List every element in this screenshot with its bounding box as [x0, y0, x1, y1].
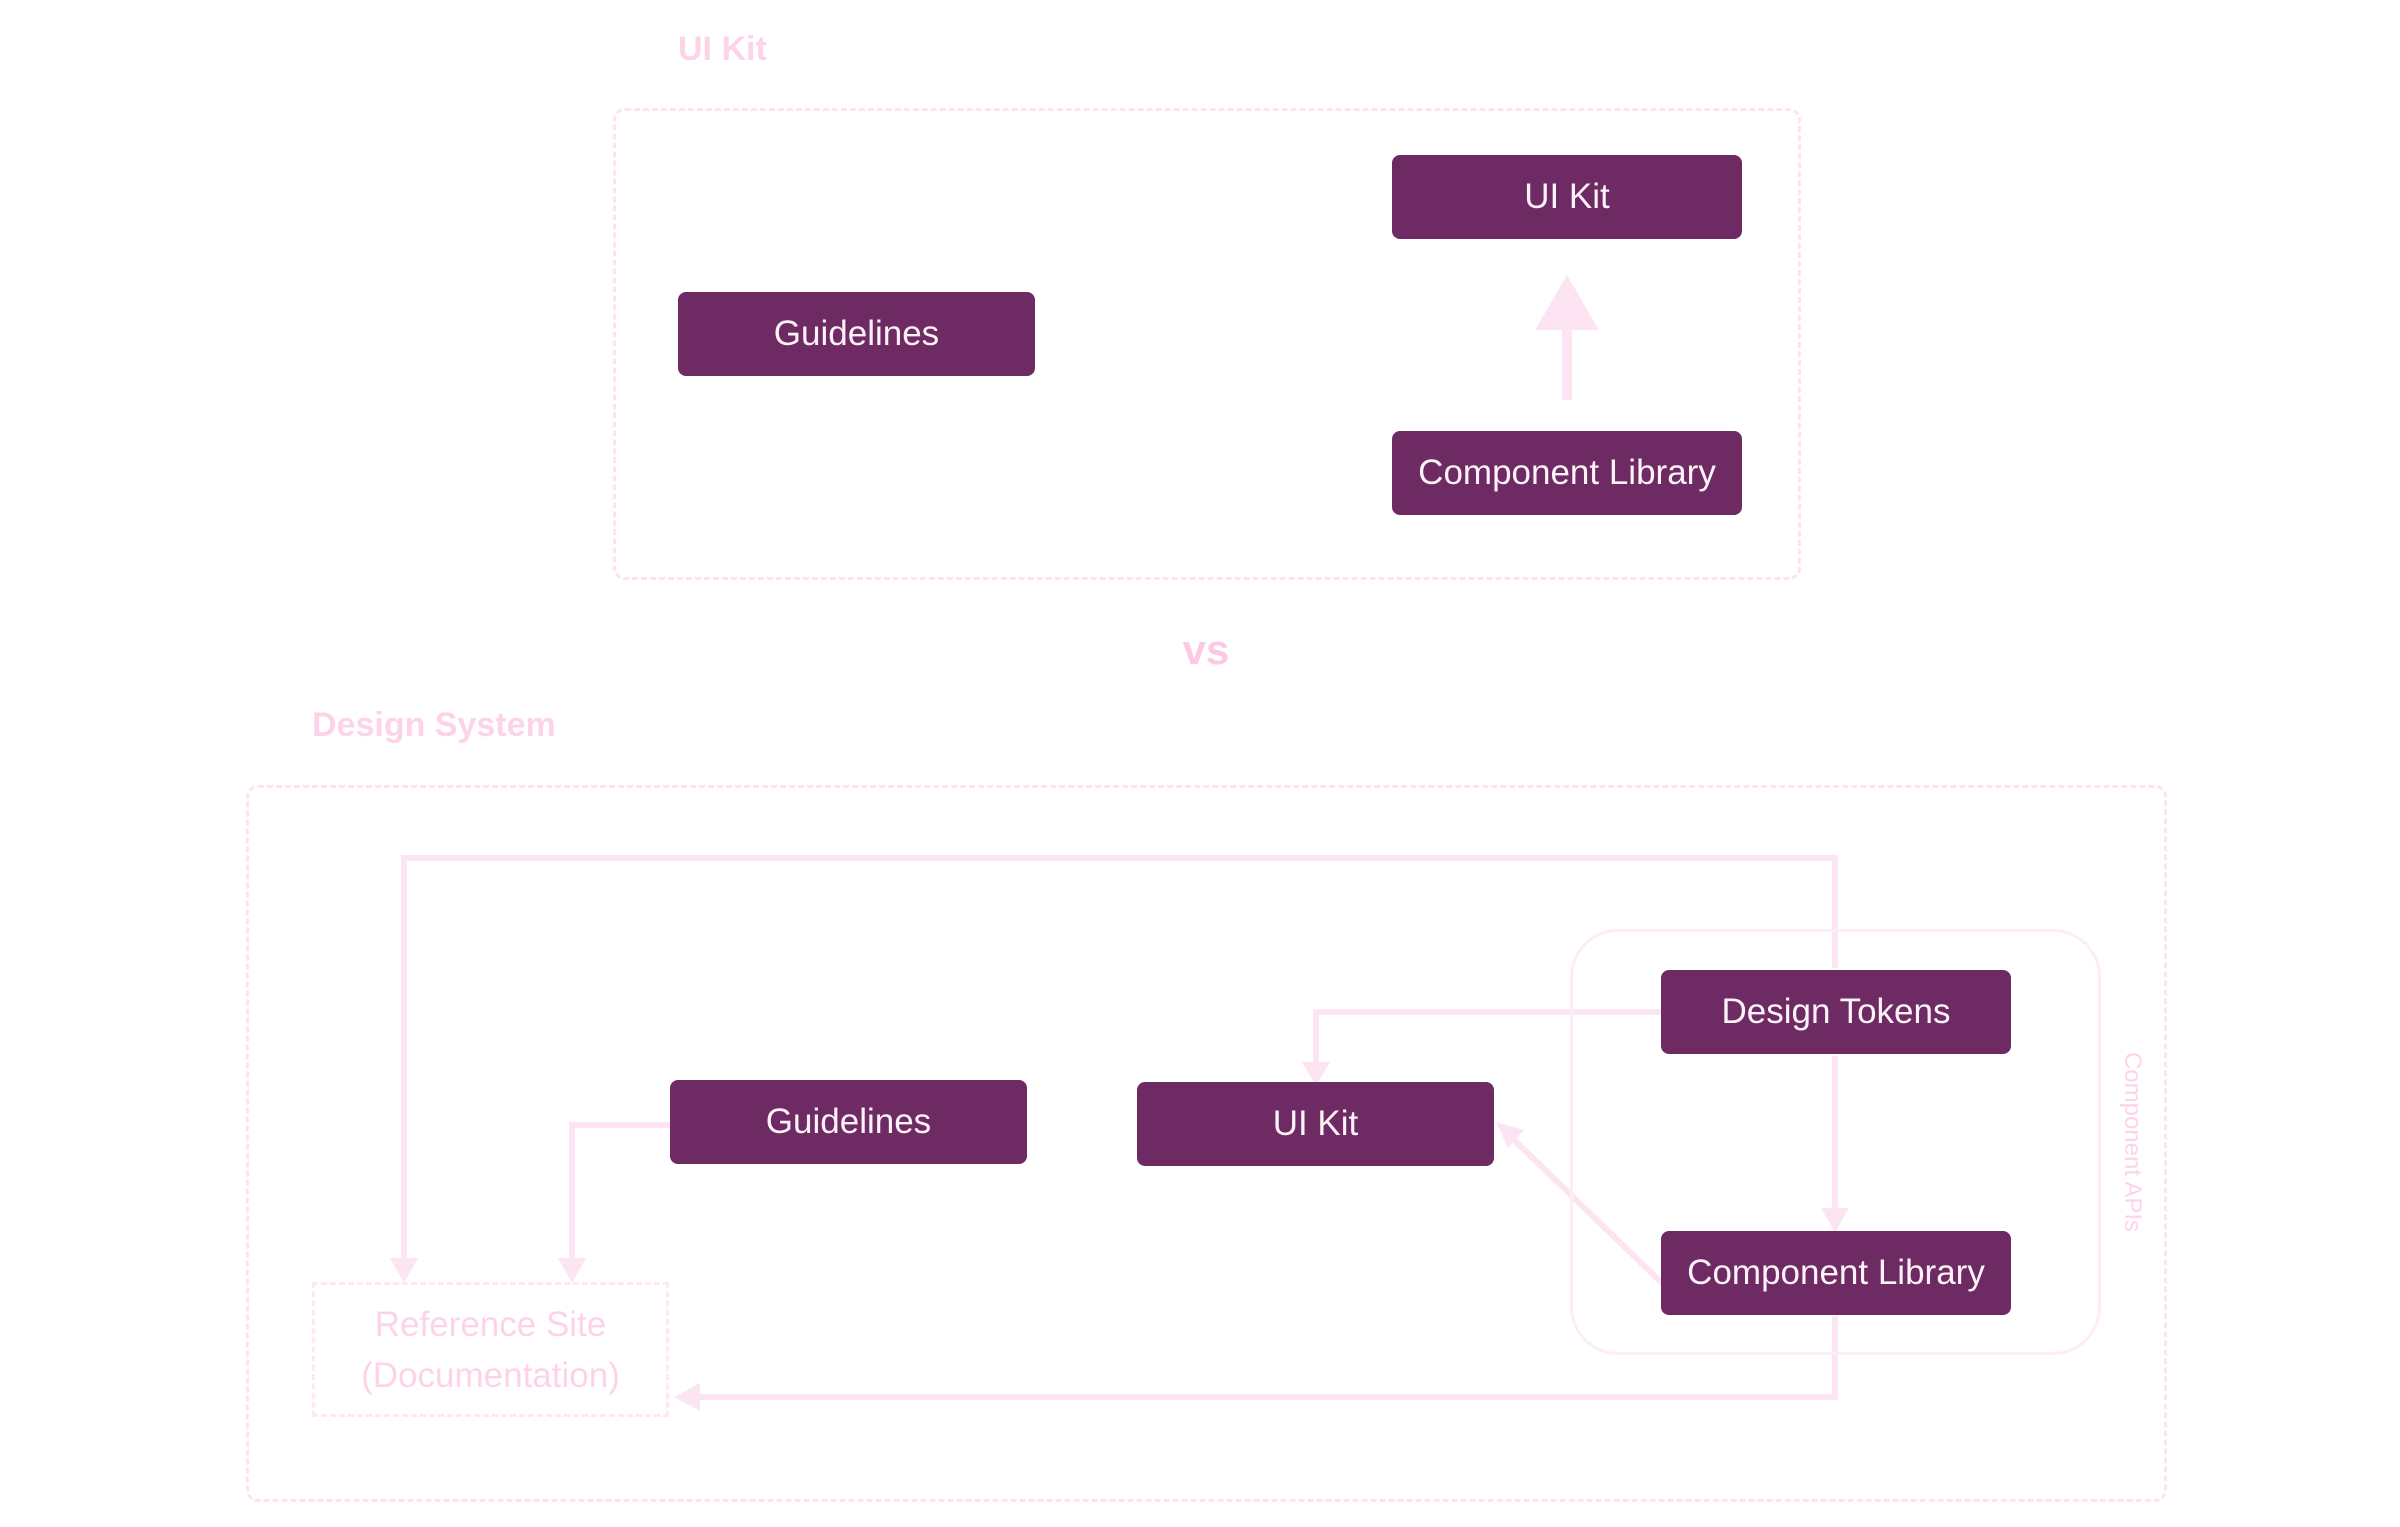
top-section-title: UI Kit — [678, 30, 767, 68]
design-system-group — [246, 785, 2167, 1502]
reference-site-title: Reference Site — [374, 1304, 607, 1344]
guidelines-node[interactable]: Guidelines — [670, 1080, 1027, 1164]
component-apis-group — [1570, 929, 2101, 1355]
edge-guidelines-to-reference-site — [558, 1122, 670, 1283]
component-apis-label: Component APIs — [2119, 1051, 2146, 1233]
reference-site-node[interactable]: Reference Site (Documentation) — [312, 1282, 669, 1417]
reference-site-subtitle: (Documentation) — [361, 1355, 620, 1395]
ui-kit-group — [613, 108, 1801, 580]
top-edge-component-to-uikit — [1535, 275, 1599, 400]
edge-tokens-to-component-library — [1821, 1056, 1849, 1233]
top-component-library-node[interactable]: Component Library — [1392, 431, 1742, 515]
design-tokens-node[interactable]: Design Tokens — [1661, 970, 2011, 1054]
edge-tokens-to-reference-site — [390, 855, 1838, 1283]
vs-divider: vs — [1182, 626, 1230, 673]
edge-component-library-to-uikit — [1496, 1122, 1667, 1288]
top-guidelines-node[interactable]: Guidelines — [678, 292, 1035, 376]
edge-tokens-to-uikit — [1302, 1009, 1664, 1086]
edge-component-library-to-reference-site — [674, 1316, 1838, 1411]
bottom-section-title: Design System — [312, 706, 556, 744]
uikit-node[interactable]: UI Kit — [1137, 1082, 1494, 1166]
component-library-node[interactable]: Component Library — [1661, 1231, 2011, 1315]
top-uikit-node[interactable]: UI Kit — [1392, 155, 1742, 239]
